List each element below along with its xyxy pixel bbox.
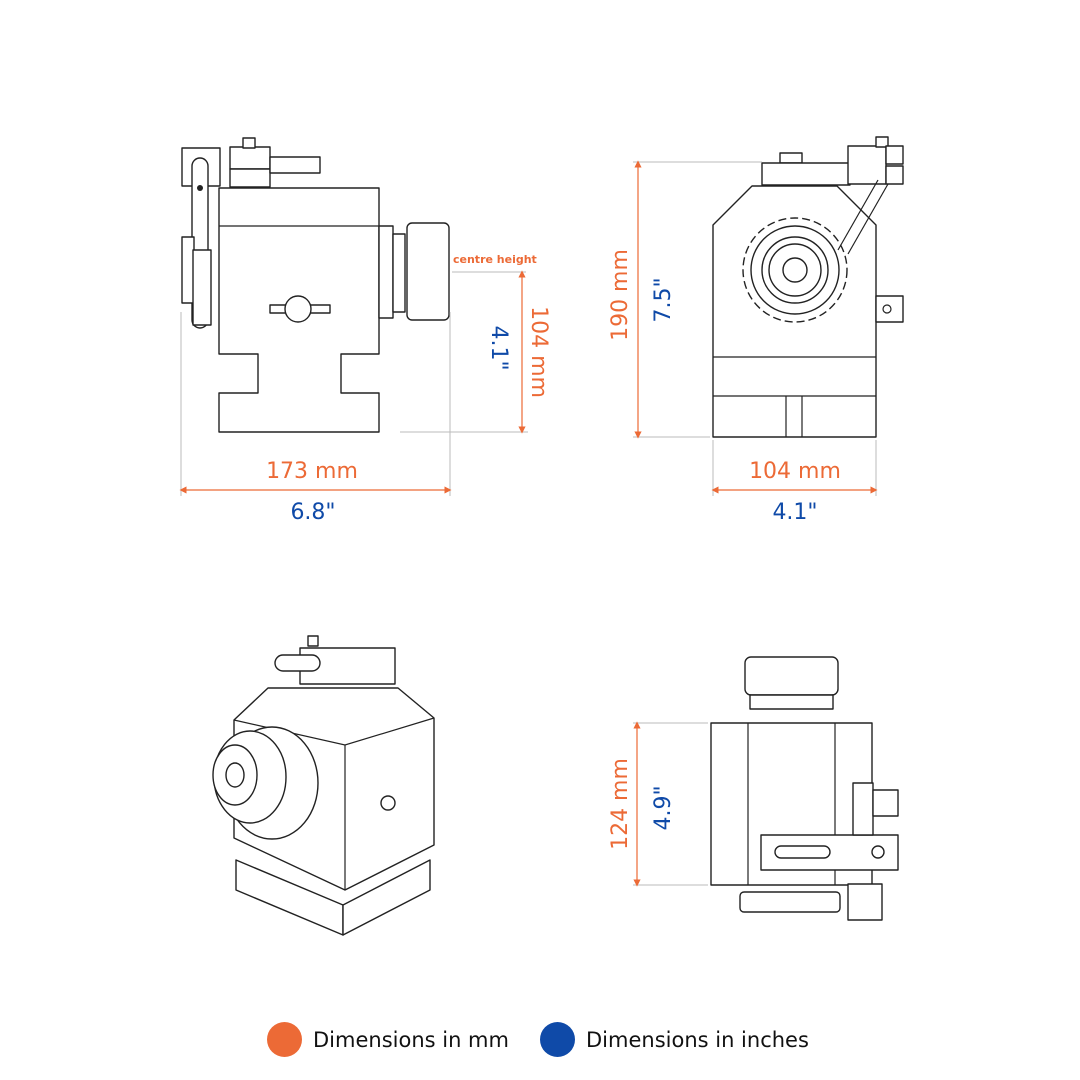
isometric-view — [212, 635, 435, 936]
front-width-in: 4.1" — [772, 500, 817, 525]
front-width-mm: 104 mm — [749, 459, 841, 484]
front-height-in: 7.5" — [651, 277, 676, 322]
side-width-mm: 173 mm — [266, 459, 358, 484]
top-height-in: 4.9" — [651, 785, 676, 830]
legend-inches-label: Dimensions in inches — [586, 1027, 809, 1052]
front-view — [712, 136, 904, 438]
top-height-mm: 124 mm — [608, 758, 633, 850]
blue-dot-icon — [540, 1022, 575, 1057]
orange-dot-icon — [267, 1022, 302, 1057]
top-view — [710, 656, 899, 921]
legend-item-mm: Dimensions in mm — [267, 1022, 509, 1057]
centre-height-label: centre height — [453, 253, 537, 266]
side-view — [181, 137, 450, 433]
front-height-mm: 190 mm — [608, 249, 633, 341]
centre-height-in: 4.1" — [486, 325, 511, 370]
centre-height-mm: 104 mm — [526, 306, 551, 398]
legend-mm-label: Dimensions in mm — [313, 1027, 509, 1052]
legend-item-inches: Dimensions in inches — [540, 1022, 809, 1057]
side-width-in: 6.8" — [290, 500, 335, 525]
